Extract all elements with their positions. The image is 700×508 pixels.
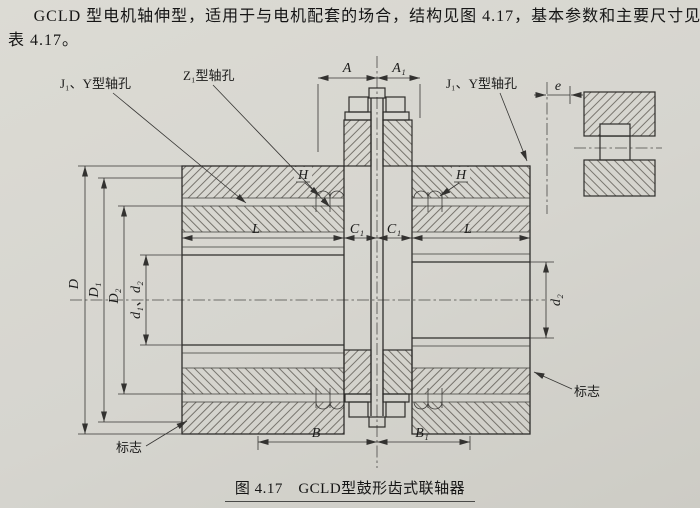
right-hub-section: [411, 165, 531, 435]
dim-label-L-right: L: [463, 222, 472, 237]
dim-B-B1-row: B B₁: [257, 426, 471, 450]
center-flange-bolts: [343, 87, 413, 428]
callout-left-hole-label: J₁、Y型轴孔: [60, 76, 131, 91]
callout-center-hole: Z₁型轴孔: [183, 68, 331, 208]
callout-mark-left: 标志: [116, 420, 188, 455]
dim-H-left: H: [294, 167, 321, 197]
dim-label-D2: D₂: [107, 288, 122, 304]
dim-label-A1: A₁: [391, 61, 405, 76]
dim-label-H-left: H: [297, 168, 309, 183]
intro-paragraph: GCLD 型电机轴伸型，适用于与电机配套的场合，结构见图 4.17，基本参数和主…: [8, 5, 700, 53]
dim-label-D: D: [67, 279, 82, 290]
dim-diameters-left: D D₁ D₂ d₁、d₂: [67, 165, 182, 435]
dim-e: e: [534, 79, 583, 104]
callout-right-hole-label: J₁、Y型轴孔: [446, 76, 517, 91]
dim-label-B1: B₁: [415, 426, 428, 441]
dim-label-B: B: [312, 426, 321, 441]
dim-H-right: H: [439, 167, 470, 197]
figure-caption-text: 图 4.17 GCLD型鼓形齿式联轴器: [224, 477, 476, 502]
dim-label-L-left: L: [251, 222, 260, 237]
dim-label-d2: d₂: [549, 294, 564, 306]
dim-A-A1: A A₁: [317, 61, 421, 152]
dim-d2-right: d₂: [530, 261, 564, 339]
dim-label-e: e: [555, 79, 561, 94]
figure-caption: 图 4.17 GCLD型鼓形齿式联轴器: [0, 477, 700, 502]
intro-line-1: GCLD 型电机轴伸型，适用于与电机配套的场合，结构见图 4.17，基本参数和主…: [33, 8, 700, 25]
callout-left-hole: J₁、Y型轴孔: [60, 76, 247, 204]
callout-mark-left-label: 标志: [116, 440, 142, 455]
left-hub-section: [181, 165, 345, 435]
callout-right-hole: J₁、Y型轴孔: [446, 76, 528, 162]
dim-label-d1d2: d₁、d₂: [129, 281, 144, 319]
dim-label-H-right: H: [455, 168, 467, 183]
callout-mark-right-label: 标志: [574, 384, 600, 399]
dim-label-C1-right: C₁: [387, 222, 401, 237]
shaft-end-detail: [583, 91, 656, 197]
callout-mark-right: 标志: [533, 371, 600, 399]
dim-L-C1-row: L C₁ C₁ L: [182, 222, 530, 241]
centerlines: [70, 56, 662, 468]
intro-line-2: 表 4.17。: [8, 32, 80, 49]
dim-label-A: A: [342, 61, 352, 76]
dim-label-D1: D₁: [87, 283, 102, 299]
callout-center-hole-label: Z₁型轴孔: [183, 68, 234, 83]
dim-label-C1-left: C₁: [350, 222, 364, 237]
